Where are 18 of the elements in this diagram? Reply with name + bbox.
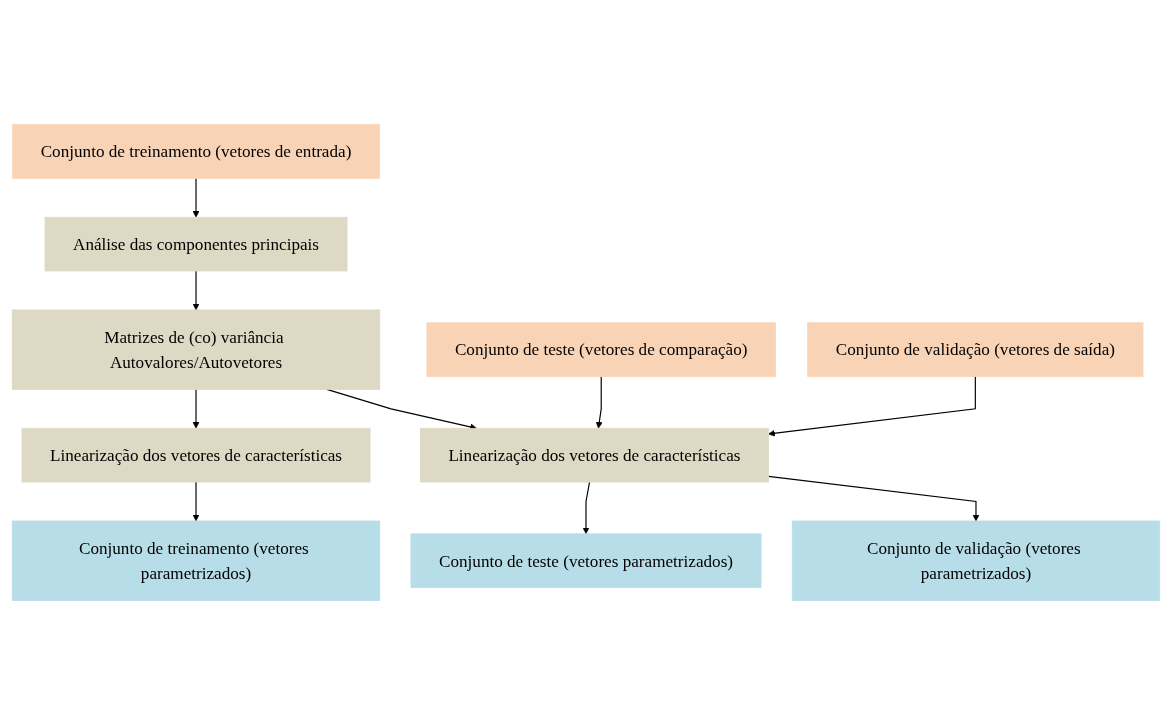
arrow	[767, 475, 980, 522]
node-box: Matrizes de (co) variância Autovalores/Autovetores	[11, 309, 381, 390]
node-box: Conjunto de teste (vetores parametrizados)	[410, 533, 762, 588]
node-box: Conjunto de validação (vetores de saída)	[807, 322, 1144, 377]
node-box: Linearização dos vetores de características	[21, 427, 371, 483]
node-box: Análise das componentes principais	[44, 216, 348, 272]
node-box: Conjunto de teste (vetores de comparação)	[426, 322, 776, 377]
node-box: Conjunto de treinamento (vetores parametrizados)	[11, 520, 381, 601]
arrow	[768, 375, 976, 437]
arrow	[192, 481, 200, 522]
arrow	[192, 388, 200, 429]
arrow	[192, 270, 200, 311]
arrow	[582, 481, 591, 535]
arrow	[192, 177, 200, 218]
node-box: Conjunto de validação (vetores parametrizados)	[791, 520, 1161, 601]
node-box: Conjunto de treinamento (vetores de entrada)	[12, 124, 380, 179]
arrow	[595, 375, 603, 429]
node-box: Linearização dos vetores de características	[419, 427, 769, 483]
